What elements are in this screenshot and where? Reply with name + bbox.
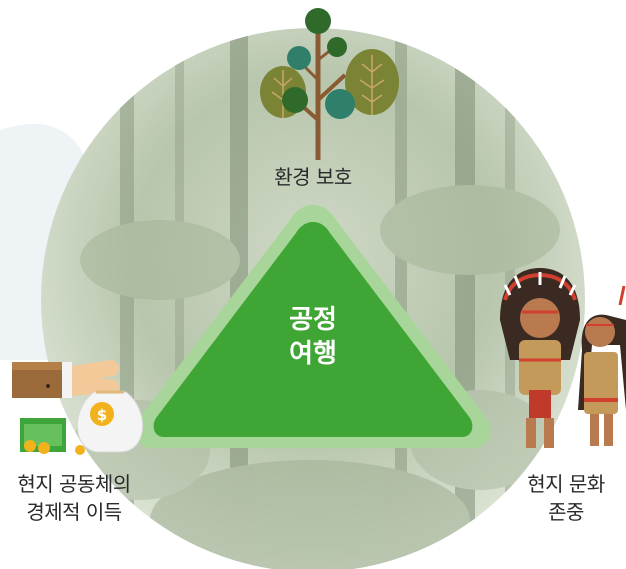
money-bag-icon: $: [12, 360, 144, 455]
center-triangle: [135, 205, 491, 448]
local-culture-respect-label: 현지 문화 존중: [506, 470, 626, 526]
label-line-2: 경제적 이득: [26, 500, 122, 524]
label-line-1: 현지 공동체의: [17, 472, 131, 496]
environment-protection-label: 환경 보호: [274, 165, 352, 189]
label-line-1: 현지 문화: [527, 472, 605, 496]
label-line-2: 존중: [548, 500, 584, 524]
title-line-2: 여행: [289, 339, 337, 369]
title-line-1: 공정: [289, 305, 337, 335]
tree-icon: [260, 8, 399, 160]
local-community-economic-benefit-label: 현지 공동체의 경제적 이득: [0, 470, 148, 526]
native-people-icon: [500, 268, 626, 448]
svg-text:$: $: [97, 406, 107, 424]
fair-travel-title: 공정 여행: [263, 303, 363, 371]
